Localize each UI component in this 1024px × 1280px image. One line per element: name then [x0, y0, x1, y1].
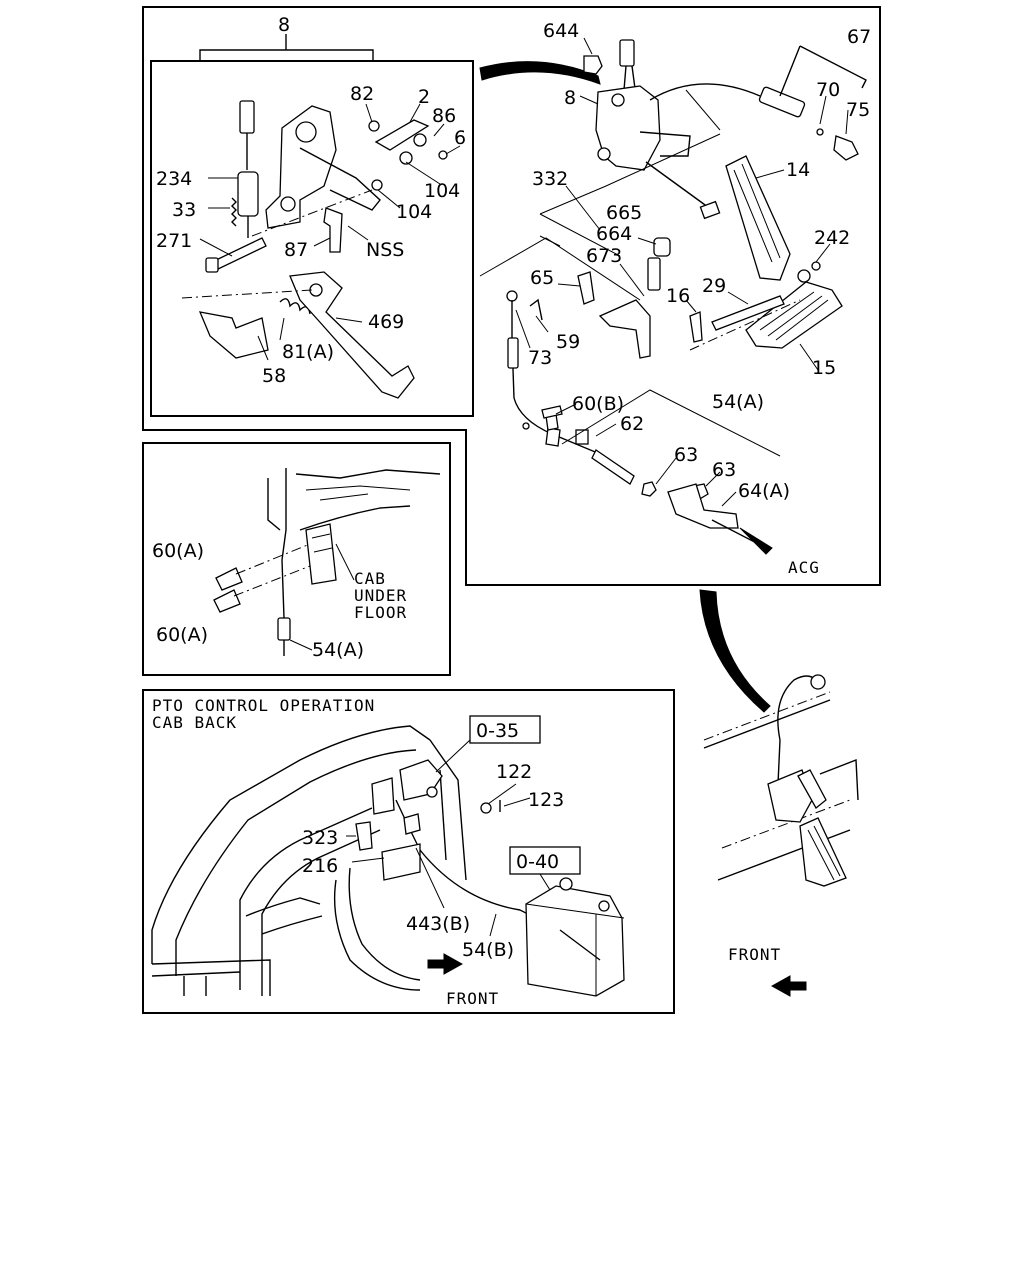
part-label: 82 — [350, 83, 374, 105]
part-label: 54(A) — [712, 391, 764, 413]
part-label: CAB — [354, 569, 386, 588]
part-label: 665 — [606, 202, 642, 224]
part-label: 216 — [302, 855, 338, 877]
part-label: 0-40 — [516, 851, 559, 873]
part-label: 8 — [278, 14, 290, 36]
bracket-8-shape — [595, 85, 661, 171]
pedal-bracket-detail — [181, 34, 461, 399]
part-label: 234 — [156, 168, 192, 190]
part-label: 6 — [454, 127, 466, 149]
part-label: UNDER — [354, 586, 407, 605]
part-label: 87 — [284, 239, 308, 261]
part-label: 63 — [674, 444, 698, 466]
part-label: 62 — [620, 413, 644, 435]
part-label: 664 — [596, 223, 632, 245]
part-label: 59 — [556, 331, 580, 353]
part-label: 70 — [816, 79, 840, 101]
accelerator-pedal-assembly — [479, 37, 867, 555]
part-label: 60(A) — [156, 624, 208, 646]
front-arrow-pto — [427, 953, 464, 975]
part-label: 323 — [302, 827, 338, 849]
pedal-bracket-shape — [265, 105, 337, 229]
main-outer-frame — [142, 6, 881, 586]
part-label: 104 — [396, 201, 432, 223]
cab-under-floor-frame — [142, 442, 451, 676]
diagram-frames — [142, 6, 881, 1014]
part-label: 67 — [847, 26, 871, 48]
part-label: 64(A) — [738, 480, 790, 502]
accelerator-pedal-14-shape — [725, 155, 791, 281]
part-label: 81(A) — [282, 341, 334, 363]
part-label: 54(B) — [462, 939, 514, 961]
pedal-arm-469-shape — [289, 271, 415, 399]
part-label: 332 — [532, 168, 568, 190]
part-label: 16 — [666, 285, 690, 307]
part-label: 29 — [702, 275, 726, 297]
part-label: 33 — [172, 199, 196, 221]
part-label: 73 — [528, 347, 552, 369]
pedal-bracket-detail-frame — [150, 60, 474, 417]
pointer-arrow-overview — [699, 589, 771, 713]
solenoid-234-shape — [237, 171, 259, 217]
part-label: 54(A) — [312, 639, 364, 661]
part-label: 644 — [543, 20, 579, 42]
part-label: 242 — [814, 227, 850, 249]
part-label: 60(B) — [572, 393, 624, 415]
part-label: 75 — [846, 99, 870, 121]
part-label: 8 — [564, 87, 576, 109]
part-label: ACG — [788, 558, 820, 577]
part-label: 58 — [262, 365, 286, 387]
part-label: 122 — [496, 761, 532, 783]
pto-section-title: PTO CONTROL OPERATION — [152, 696, 375, 715]
ref-box-0-35 — [469, 715, 541, 744]
pto-control-detail — [151, 715, 625, 997]
pto-control-frame — [142, 689, 675, 1014]
part-label: 469 — [368, 311, 404, 333]
pedal-pad-15-shape — [745, 281, 843, 349]
ref-box-0-40 — [509, 846, 581, 875]
cab-location-overview — [699, 589, 859, 997]
part-label: 63 — [712, 459, 736, 481]
part-label: 15 — [812, 357, 836, 379]
part-label: 65 — [530, 267, 554, 289]
cab-under-floor-detail — [213, 468, 441, 656]
part-label: 673 — [586, 245, 622, 267]
part-label: 2 — [418, 86, 430, 108]
connector-shape — [239, 100, 255, 134]
part-label: 123 — [528, 789, 564, 811]
part-label: 60(A) — [152, 540, 204, 562]
part-label: 271 — [156, 230, 192, 252]
front-label: FRONT — [728, 945, 781, 964]
part-labels: 8 82 2 86 6 104 104 234 33 271 87 NSS 46… — [152, 14, 871, 1008]
front-label: FRONT — [446, 989, 499, 1008]
part-label: FLOOR — [354, 603, 407, 622]
part-label: NSS — [366, 239, 404, 261]
overview-pedal-shape — [799, 817, 847, 887]
part-label: 0-35 — [476, 720, 519, 742]
part-label: 443(B) — [406, 913, 470, 935]
part-label: 86 — [432, 105, 456, 127]
pto-section-subtitle: CAB BACK — [152, 713, 237, 732]
part-label: 104 — [424, 180, 460, 202]
pointer-arrow-top — [479, 61, 601, 85]
front-arrow-overview — [770, 975, 807, 997]
part-label: 14 — [786, 159, 810, 181]
actuator-67-shape — [758, 86, 806, 118]
